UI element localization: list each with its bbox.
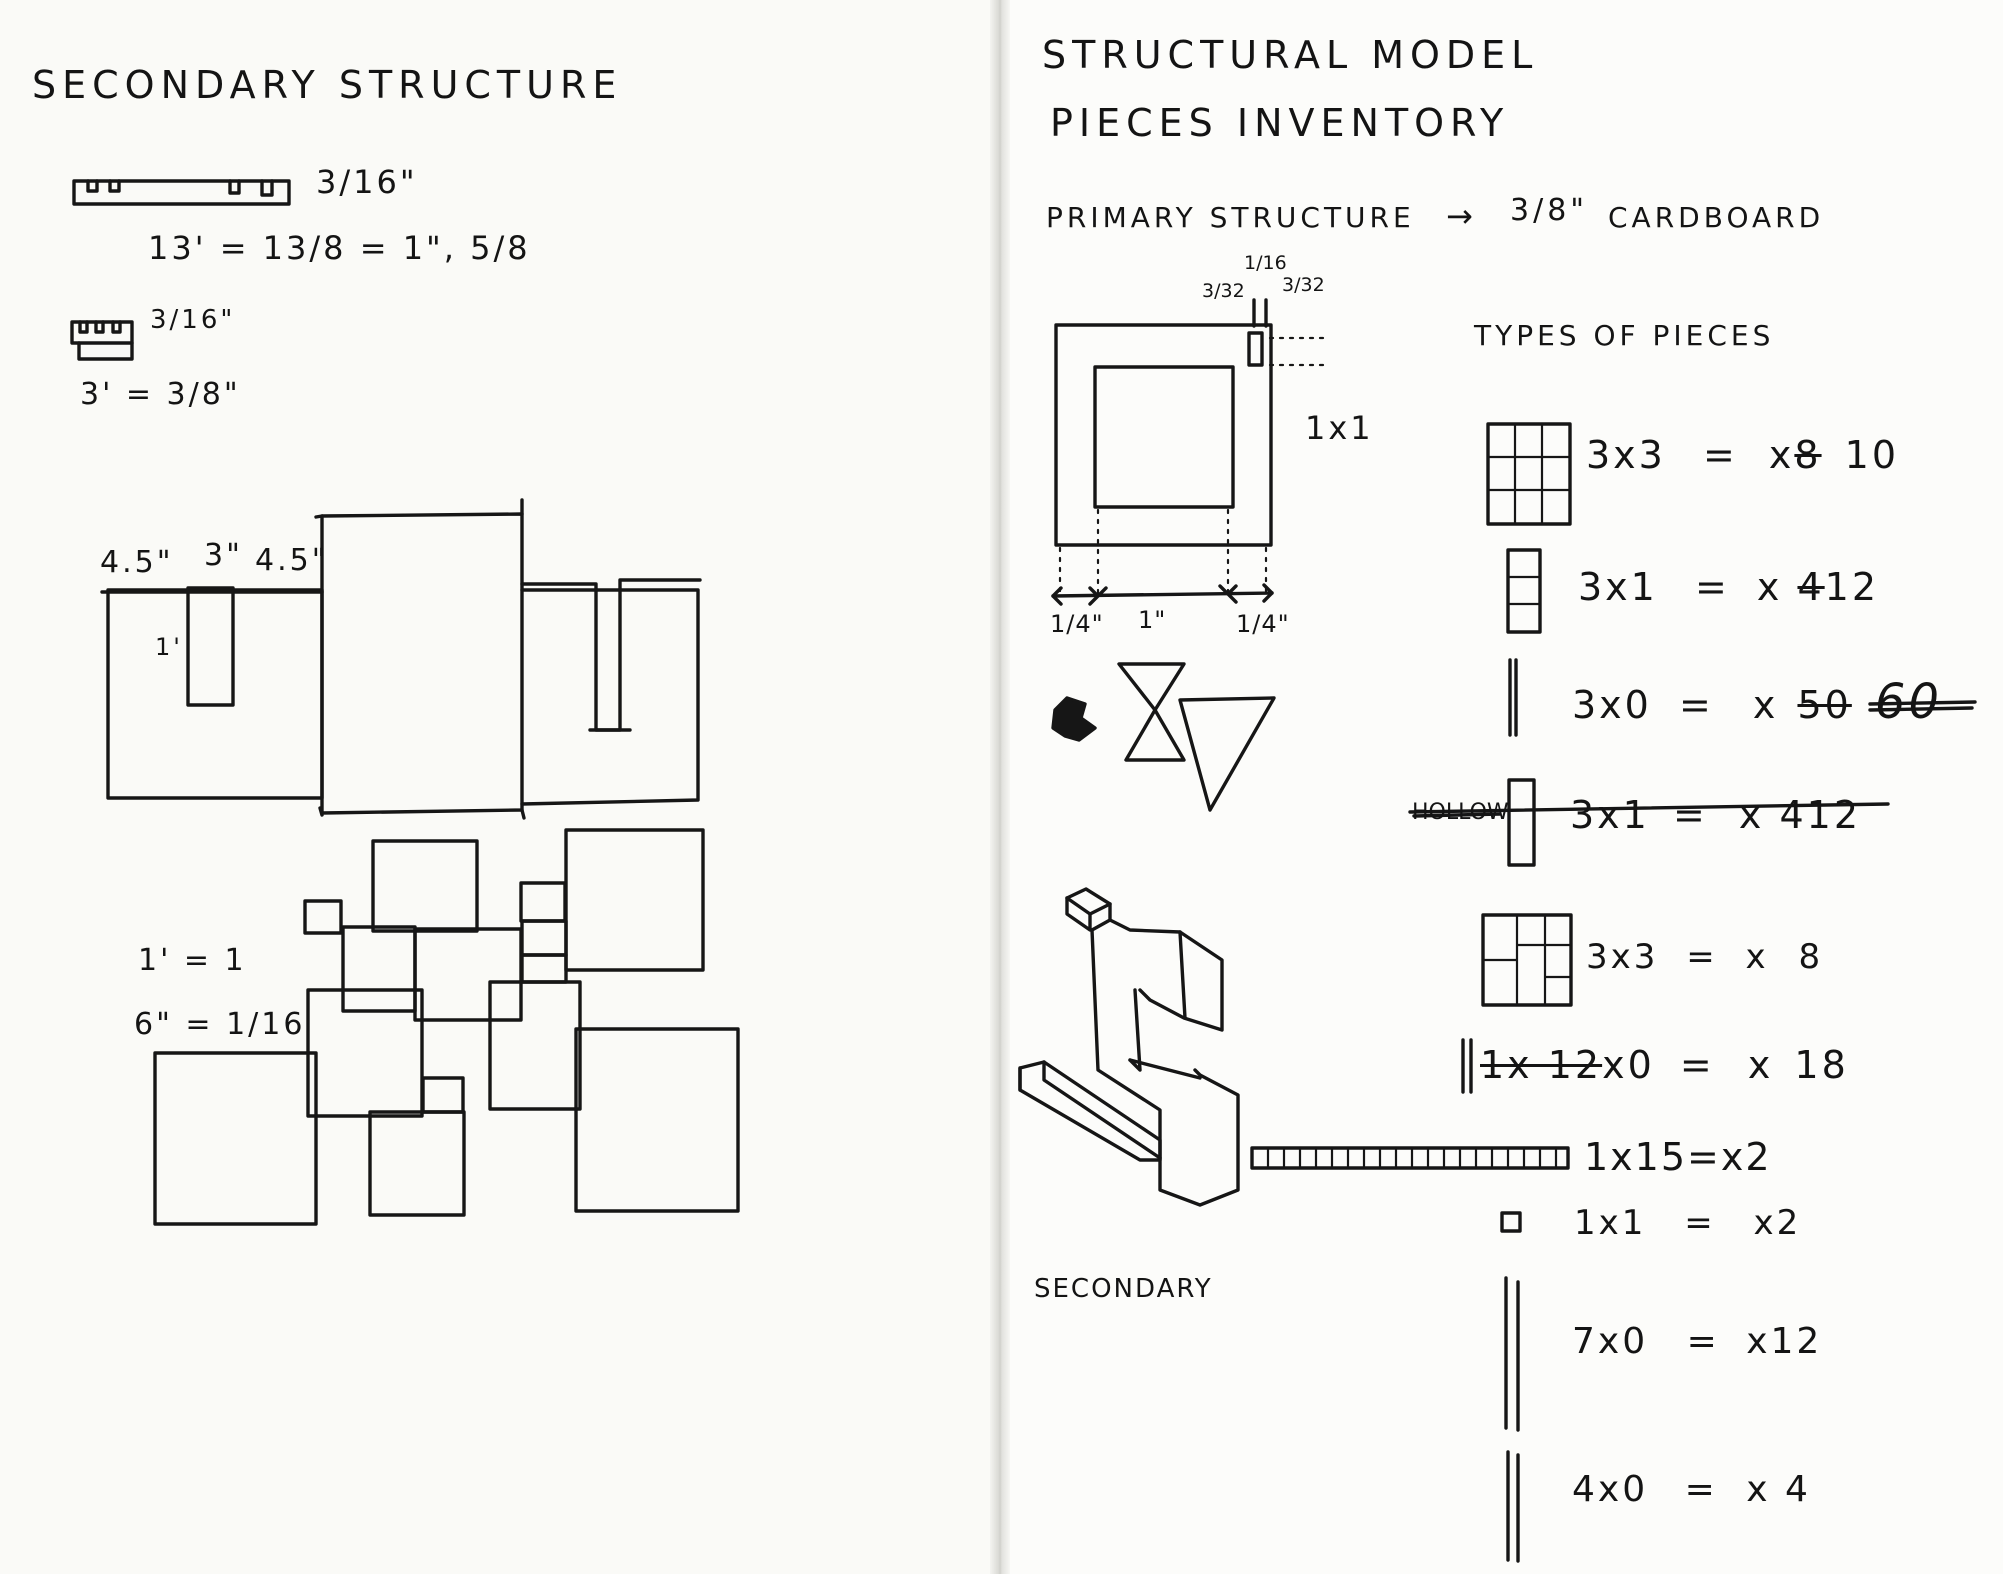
elevation-dim-slot: 1' — [155, 635, 183, 659]
short-beam-sketch — [72, 322, 132, 359]
scale-note-1: 1' = 1 — [138, 946, 247, 976]
piece-type: 3x3 — [1586, 937, 1658, 977]
primary-thickness: 3/8" — [1510, 196, 1588, 226]
primary-material: CARDBOARD — [1608, 204, 1824, 232]
long-beam-sketch — [74, 181, 289, 204]
small-beam-conversion-label: 3' = 3/8" — [80, 380, 241, 410]
piece-sep: = — [1680, 1043, 1715, 1087]
piece-type: 7x0 — [1572, 1321, 1648, 1362]
piece-icon-3x1 — [1508, 550, 1540, 632]
elevation-sketch — [102, 500, 700, 818]
elevation-dim-left: 4.5" — [100, 548, 174, 578]
piece-prefix: x — [1754, 1203, 1777, 1243]
piece-prefix: x — [1746, 1321, 1770, 1362]
piece-type: 1x1 — [1574, 1203, 1646, 1243]
beam-thickness-label: 3/16" — [316, 166, 418, 198]
piece-sep: = — [1695, 565, 1730, 609]
types-heading: TYPES OF PIECES — [1474, 322, 1774, 350]
piece-icon-1x0 — [1463, 1040, 1471, 1092]
piece-type: 3x3 — [1586, 433, 1666, 477]
piece-type: 4x0 — [1572, 1469, 1648, 1510]
piece-type: 3x1 — [1570, 793, 1650, 837]
piece-sep: = — [1685, 1469, 1718, 1510]
piece-icon-3x0 — [1510, 660, 1516, 735]
left-page-title: SECONDARY STRUCTURE — [32, 66, 622, 104]
piece-icon-4x0 — [1508, 1452, 1518, 1561]
piece-icon-1x1 — [1502, 1213, 1520, 1231]
right-page-title-line-2: PIECES INVENTORY — [1050, 104, 1509, 142]
piece-prefix: x — [1746, 1469, 1770, 1510]
piece-count: 60 — [1875, 674, 1942, 730]
triangle-pieces-sketch — [1053, 664, 1274, 810]
right-page-title-line-1: STRUCTURAL MODEL — [1042, 36, 1538, 74]
piece-prefix: x — [1748, 1043, 1774, 1087]
piece-prefix: x — [1769, 433, 1795, 477]
inventory-row-3x0: 3x0 = x 50 60 — [1572, 678, 1942, 726]
piece-count: 12 — [1825, 565, 1879, 609]
piece-sep: = — [1684, 1203, 1716, 1243]
secondary-label: SECONDARY — [1034, 1276, 1213, 1302]
piece-type: 3x1 — [1578, 565, 1658, 609]
piece-type: x0 — [1602, 1043, 1655, 1087]
inventory-row-7x0: 7x0 = x12 — [1572, 1324, 1822, 1360]
piece-count: 4 — [1785, 1469, 1811, 1510]
inventory-row-1x1: 1x1 = x2 — [1574, 1206, 1801, 1240]
piece-sep: = — [1673, 793, 1708, 837]
piece-sep: = — [1703, 433, 1738, 477]
piece-prefix: x — [1721, 1135, 1746, 1179]
piece-count: 10 — [1845, 433, 1899, 477]
piece-prefix: x — [1753, 683, 1779, 727]
piece-struck-count: 8 — [1794, 433, 1821, 477]
piece-count: 2 — [1777, 1203, 1802, 1243]
piece-icon-3x3-b — [1483, 915, 1571, 1005]
frame-dim-left: 1/4" — [1050, 612, 1104, 636]
scale-note-2: 6" = 1/16 — [134, 1010, 305, 1040]
piece-type: 3x0 — [1572, 683, 1652, 727]
piece-count: 8 — [1798, 937, 1823, 977]
hollow-note: HOLLOW — [1412, 802, 1509, 824]
piece-prefix: x — [1746, 937, 1769, 977]
detail-dim-b: 3/32 — [1282, 276, 1325, 295]
primary-arrow: → — [1446, 200, 1477, 232]
isometric-model-sketch — [1020, 889, 1238, 1205]
piece-icon-3x3 — [1488, 424, 1570, 524]
piece-prefix: x — [1739, 793, 1765, 837]
inventory-row-3x1: 3x1 = x 412 — [1578, 568, 1879, 606]
frame-label: 1x1 — [1305, 412, 1374, 444]
inventory-row-1x0: 1x 12x0 = x 18 — [1480, 1046, 1849, 1084]
small-beam-thickness-label: 3/16" — [150, 307, 235, 333]
inventory-row-hollow-3x1: 3x1 = x 412 — [1570, 796, 1861, 834]
piece-type: 1x15 — [1584, 1135, 1687, 1179]
inventory-row-1x15: 1x15=x2 — [1584, 1138, 1772, 1176]
elevation-dim-middle: 3" — [204, 541, 243, 571]
piece-count: 12 — [1807, 793, 1861, 837]
piece-icon-7x0 — [1506, 1278, 1518, 1430]
frame-dim-right: 1/4" — [1236, 612, 1290, 636]
piece-icon-1x15 — [1252, 1148, 1568, 1168]
primary-structure-label: PRIMARY STRUCTURE — [1046, 204, 1415, 232]
piece-struck-count: 50 — [1797, 683, 1851, 727]
piece-struck-count: 4 — [1779, 793, 1806, 837]
beam-conversion-label: 13' = 13/8 = 1", 5/8 — [148, 232, 531, 264]
piece-sep: = — [1687, 1135, 1721, 1179]
piece-count: 18 — [1794, 1043, 1848, 1087]
piece-prefix: x — [1757, 565, 1783, 609]
piece-sep: = — [1686, 937, 1718, 977]
piece-struck-type: 1x 12 — [1480, 1043, 1602, 1087]
inventory-row-4x0: 4x0 = x 4 — [1572, 1472, 1811, 1508]
piece-count: 2 — [1745, 1135, 1771, 1179]
inventory-row-3x3: 3x3 = x8 10 — [1586, 436, 1899, 474]
inventory-row-3x3-b: 3x3 = x 8 — [1586, 940, 1823, 974]
piece-count: 12 — [1771, 1321, 1823, 1362]
frame-1x1-sketch — [1053, 300, 1330, 604]
piece-struck-count: 4 — [1797, 565, 1824, 609]
frame-dim-middle: 1" — [1138, 608, 1166, 632]
detail-dim-c: 3/32 — [1202, 282, 1245, 301]
piece-sep: = — [1687, 1321, 1720, 1362]
detail-dim-a: 1/16 — [1244, 254, 1287, 273]
hollow-piece-sketch — [1509, 780, 1534, 865]
piece-sep: = — [1679, 683, 1714, 727]
elevation-dim-right: 4.5" — [255, 546, 329, 576]
